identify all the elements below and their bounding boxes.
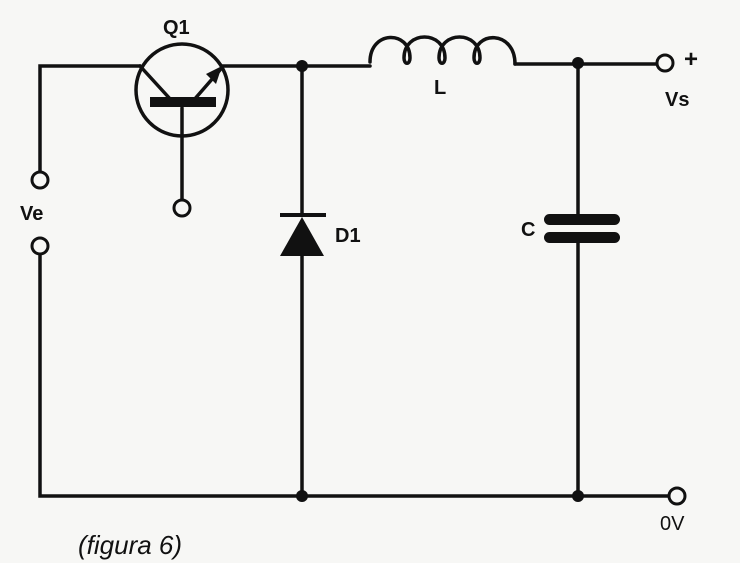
- figure-caption: (figura 6): [78, 530, 183, 560]
- junction-dot: [572, 57, 584, 69]
- emitter-arrow-icon: [206, 66, 222, 84]
- diode-d1-triangle: [280, 217, 324, 256]
- terminal-0v: [667, 486, 687, 506]
- terminal-base: [172, 198, 192, 218]
- diode-cathode-bar: [280, 213, 326, 217]
- terminal-ve-bottom: [30, 236, 50, 256]
- terminal-vs: [655, 53, 675, 73]
- label-ve: Ve: [20, 203, 44, 225]
- ground-rail: [38, 252, 671, 498]
- label-d1: D1: [335, 225, 361, 247]
- input-wire-top: [38, 64, 142, 173]
- label-0v: 0V: [660, 513, 685, 535]
- label-l: L: [434, 77, 447, 99]
- transistor-base-bar: [150, 97, 216, 107]
- junction-dot: [572, 490, 584, 502]
- inductor-l: [368, 35, 517, 66]
- label-c: C: [521, 219, 536, 241]
- label-plus: +: [684, 46, 699, 73]
- label-q1: Q1: [163, 17, 190, 39]
- label-vs: Vs: [665, 89, 690, 111]
- junction-dot: [296, 490, 308, 502]
- transistor-collector: [138, 64, 174, 103]
- terminal-ve-top: [30, 170, 50, 190]
- junction-dot: [296, 60, 308, 72]
- capacitor-plate-top: [544, 214, 620, 225]
- capacitor-plate-bottom: [544, 232, 620, 243]
